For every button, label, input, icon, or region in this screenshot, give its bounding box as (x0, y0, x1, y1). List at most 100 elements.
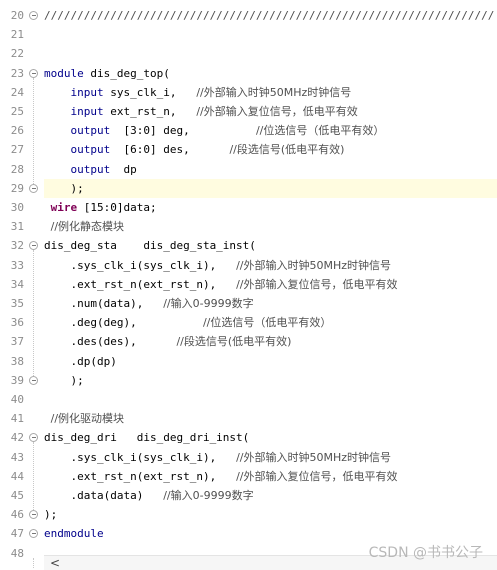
code-comment: //位选信号（低电平有效） (255, 124, 385, 138)
fold-guide-line (33, 557, 34, 568)
line-number: 28 (10, 162, 24, 176)
horizontal-scrollbar[interactable]: < (44, 555, 497, 570)
code-comment: //外部输入复位信号，低电平有效 (236, 277, 398, 291)
fold-end-icon[interactable] (29, 510, 38, 520)
code-line[interactable]: .deg(deg), //位选信号（低电平有效） (44, 313, 497, 332)
fold-end-icon[interactable] (29, 183, 38, 193)
fold-end-icon[interactable] (29, 529, 38, 539)
line-number: 22 (10, 47, 24, 61)
code-text: .sys_clk_i(sys_clk_i), (44, 450, 237, 464)
line-number: 37 (10, 335, 24, 349)
code-line[interactable]: dis_deg_dri dis_deg_dri_inst( (44, 428, 497, 447)
line-number: 23 (10, 66, 24, 80)
line-number: 40 (10, 393, 24, 406)
line-number: 43 (10, 450, 24, 464)
code-line[interactable]: .sys_clk_i(sys_clk_i), //外部输入时钟50MHz时钟信号 (44, 256, 497, 275)
fold-collapse-icon[interactable] (29, 68, 38, 78)
code-line[interactable]: .dp(dp) (44, 352, 497, 371)
code-text (44, 86, 71, 99)
line-number: 21 (10, 28, 24, 42)
code-line[interactable]: .sys_clk_i(sys_clk_i), //外部输入时钟50MHz时钟信号 (44, 448, 497, 467)
code-line[interactable]: .num(data), //输入0-9999数字 (44, 294, 497, 313)
code-line[interactable]: endmodule (44, 524, 497, 543)
code-comment: //例化静态模块 (50, 220, 125, 234)
code-line[interactable]: .ext_rst_n(ext_rst_n), //外部输入复位信号，低电平有效 (44, 467, 497, 486)
line-number: 25 (10, 105, 24, 118)
code-line[interactable]: //例化静态模块 (44, 217, 497, 236)
fold-collapse-icon[interactable] (29, 241, 38, 251)
code-text (44, 412, 51, 425)
line-number: 35 (10, 297, 24, 310)
code-text: dis_deg_sta dis_deg_sta_inst( (44, 239, 256, 253)
code-comment: //输入0-9999数字 (163, 297, 254, 310)
code-line[interactable]: input ext_rst_n, //外部输入复位信号，低电平有效 (44, 102, 497, 121)
fold-collapse-icon[interactable] (29, 433, 38, 443)
line-number: 48 (10, 546, 24, 560)
line-number: 42 (10, 431, 24, 445)
code-line[interactable]: .ext_rst_n(ext_rst_n), //外部输入复位信号，低电平有效 (44, 275, 497, 294)
code-text: ); (44, 181, 84, 195)
code-keyword: wire (50, 201, 78, 214)
line-number: 44 (10, 469, 24, 483)
fold-guide-line (33, 442, 34, 511)
line-number: 27 (10, 143, 24, 157)
code-comment: //外部输入复位信号，低电平有效 (196, 105, 358, 118)
code-line[interactable] (44, 25, 497, 44)
line-number: 47 (10, 527, 24, 541)
code-keyword: module (44, 66, 84, 80)
code-text: [3:0] deg, (110, 124, 256, 138)
code-text (44, 143, 71, 156)
code-text: .dp(dp) (44, 354, 117, 368)
code-line[interactable]: //例化驱动模块 (44, 409, 497, 428)
code-line[interactable]: input sys_clk_i, //外部输入时钟50MHz时钟信号 (44, 83, 497, 102)
code-text: sys_clk_i, (103, 85, 197, 99)
line-number: 33 (10, 258, 24, 272)
code-text: ); (44, 373, 84, 387)
code-text (44, 124, 71, 137)
code-line[interactable] (44, 44, 497, 63)
code-line[interactable]: output dp (44, 160, 497, 179)
code-line[interactable]: .des(des), //段选信号(低电平有效) (44, 332, 497, 351)
code-comment: //例化驱动模块 (50, 412, 125, 426)
line-number: 39 (10, 373, 24, 387)
code-area[interactable]: ////////////////////////////////////////… (44, 0, 497, 556)
code-keyword: input (70, 85, 104, 99)
line-number: 46 (10, 508, 24, 522)
code-text: ext_rst_n, (103, 105, 197, 118)
scroll-left-arrow-icon[interactable]: < (50, 556, 61, 570)
code-line[interactable] (44, 390, 497, 409)
code-text: dis_deg_top( (83, 66, 170, 80)
code-text: dp (110, 162, 137, 176)
code-comment: //外部输入复位信号，低电平有效 (236, 469, 398, 483)
code-line[interactable]: ////////////////////////////////////////… (44, 6, 497, 25)
code-text: ); (44, 508, 58, 522)
code-line[interactable]: ); (44, 371, 497, 390)
code-text (44, 163, 71, 176)
code-comment: //外部输入时钟50MHz时钟信号 (196, 85, 352, 99)
code-text (44, 105, 71, 118)
code-comment: //段选信号(低电平有效) (229, 143, 345, 157)
line-number: 45 (10, 489, 24, 502)
fold-end-icon[interactable] (29, 375, 38, 385)
fold-guide-line (33, 77, 34, 184)
fold-collapse-icon[interactable] (29, 11, 38, 20)
code-line[interactable]: module dis_deg_top( (44, 64, 497, 83)
code-text: .data(data) (44, 489, 164, 502)
code-line[interactable]: dis_deg_sta dis_deg_sta_inst( (44, 236, 497, 255)
code-text (44, 220, 51, 233)
code-text: [6:0] des, (110, 143, 230, 157)
code-text: .deg(deg), (44, 316, 203, 330)
line-number: 41 (10, 412, 24, 426)
code-line[interactable]: wire [15:0]data; (44, 198, 497, 217)
code-text: .ext_rst_n(ext_rst_n), (44, 469, 237, 483)
code-line[interactable]: output [3:0] deg, //位选信号（低电平有效） (44, 121, 497, 140)
code-line[interactable]: output [6:0] des, //段选信号(低电平有效) (44, 140, 497, 159)
code-line[interactable]: ); (44, 505, 497, 524)
code-line[interactable]: .data(data) //输入0-9999数字 (44, 486, 497, 505)
code-keyword: endmodule (44, 527, 104, 541)
line-number: 26 (10, 124, 24, 138)
code-comment: //输入0-9999数字 (163, 489, 254, 502)
watermark: CSDN @书书公子 (368, 545, 483, 561)
current-code-line[interactable]: ); (44, 178, 497, 198)
